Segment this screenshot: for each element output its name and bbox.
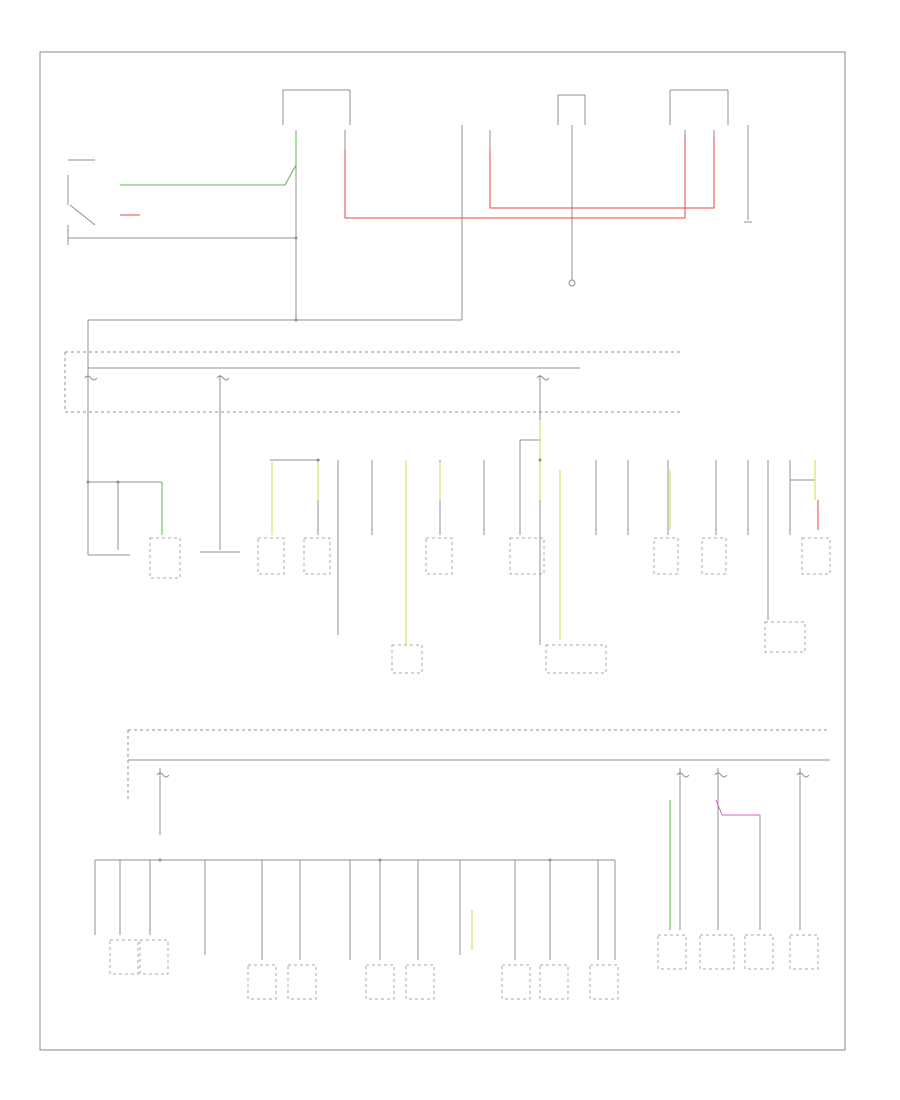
splice-icon (116, 480, 120, 484)
fuse-icon (796, 772, 810, 778)
fuse-icon (216, 375, 230, 381)
splice-icon (538, 458, 542, 462)
middle-colored-wires (161, 420, 819, 645)
splice-dots (86, 236, 552, 862)
bottom-colored-wires (471, 799, 760, 950)
top-connector-boxes (282, 89, 729, 125)
splice-icon (378, 858, 382, 862)
fuse-icon (84, 375, 98, 381)
splice-icon (158, 858, 162, 862)
splice-icon (316, 458, 320, 462)
fuse-box-bottom (94, 729, 830, 960)
top-ground-symbols (568, 221, 752, 287)
splice-icon (548, 858, 552, 862)
splice-icon (294, 318, 298, 322)
fuse-symbols (84, 375, 810, 778)
top-section (67, 89, 749, 321)
bottom-connectors (109, 934, 819, 1000)
splice-icon (86, 480, 90, 484)
splice-icon (294, 236, 298, 240)
top-colored-wires (120, 135, 715, 219)
fuse-icon (676, 772, 690, 778)
diagram-frame (39, 51, 846, 1051)
ground-icon (568, 279, 576, 287)
fuse-icon (714, 772, 728, 778)
fuse-icon (536, 375, 550, 381)
middle-connectors (149, 537, 831, 674)
fuse-icon (156, 772, 170, 778)
